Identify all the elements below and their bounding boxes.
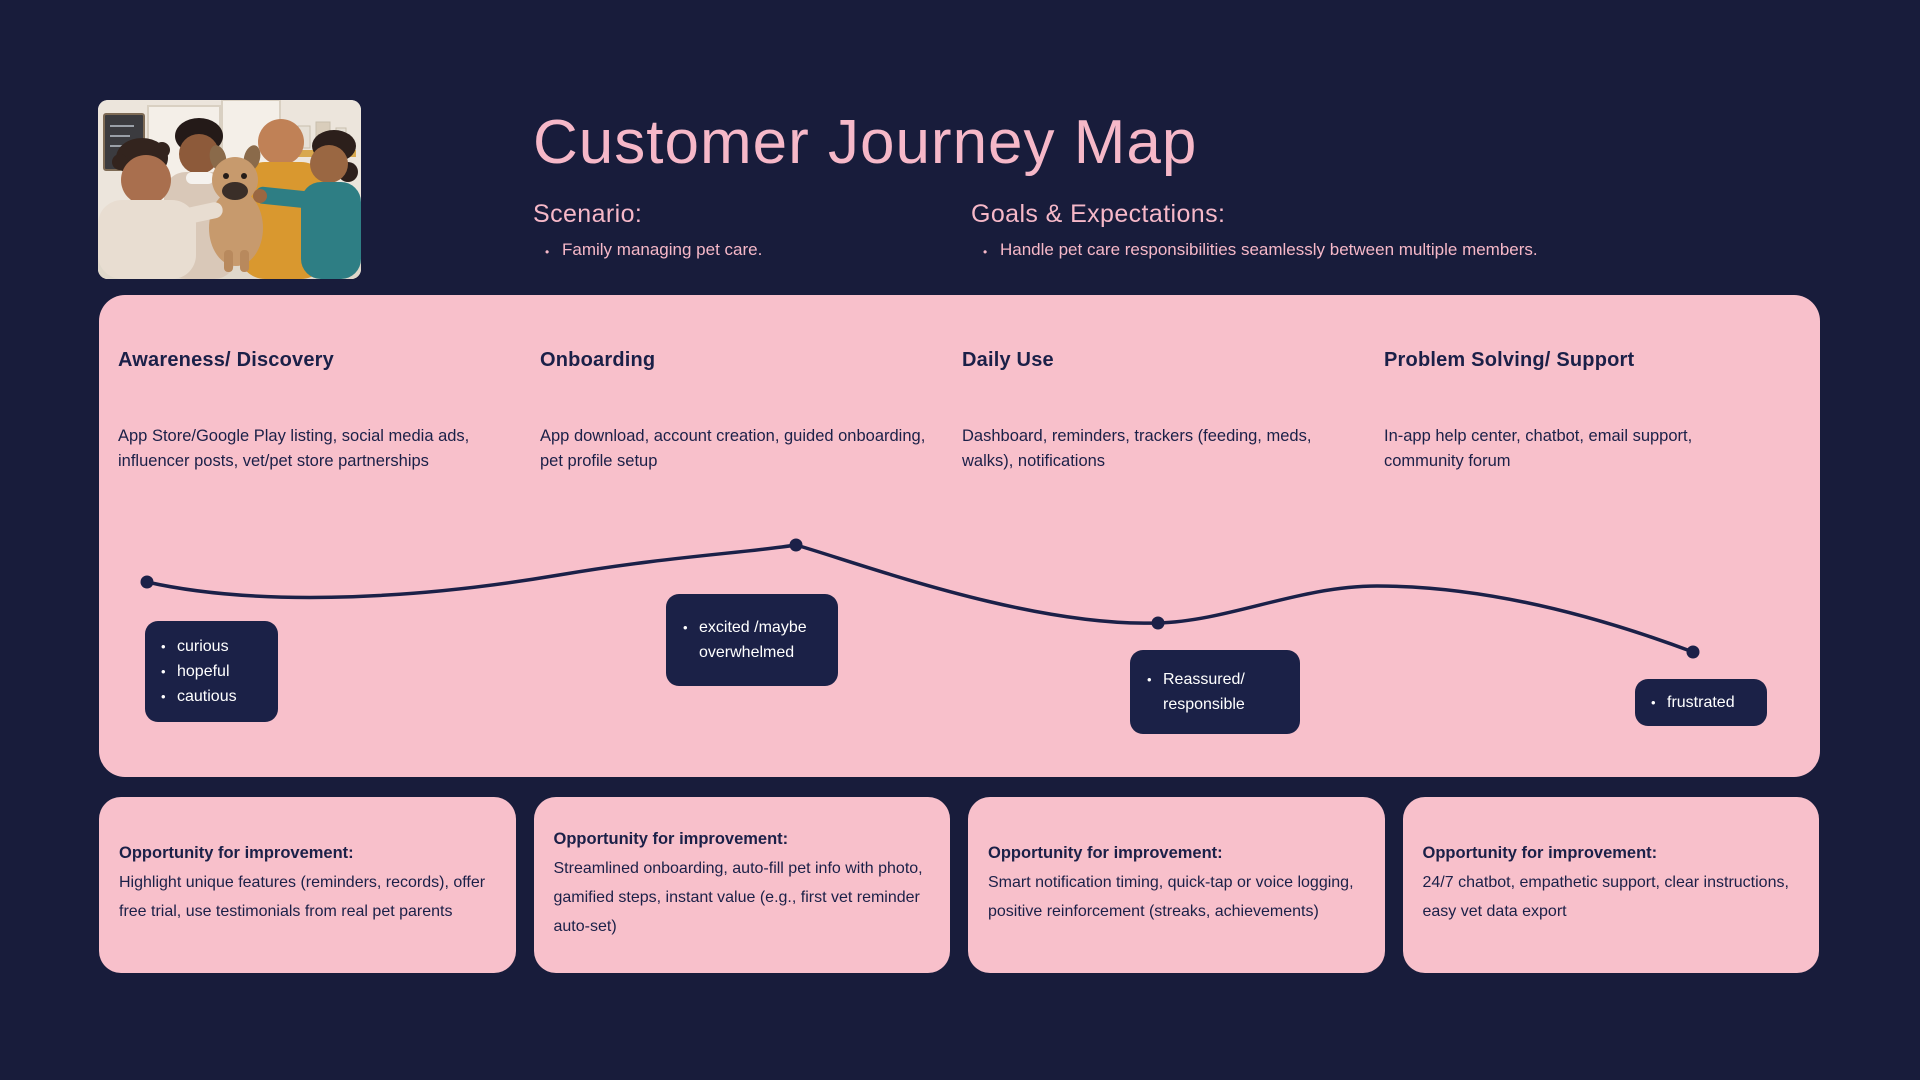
scenario-text: Family managing pet care. bbox=[562, 240, 763, 259]
scenario-section: Scenario: • Family managing pet care. bbox=[533, 200, 762, 260]
opportunity-card-daily-use: Opportunity for improvement: Smart notif… bbox=[968, 797, 1385, 973]
opportunity-card-onboarding: Opportunity for improvement: Streamlined… bbox=[533, 797, 950, 973]
emotion-item: cautious bbox=[159, 684, 264, 709]
opportunity-label: Opportunity for improvement: bbox=[1422, 844, 1658, 862]
emotion-item: frustrated bbox=[1649, 690, 1753, 715]
opportunity-card-support: Opportunity for improvement: 24/7 chatbo… bbox=[1402, 797, 1819, 973]
emotion-list: excited /maybe overwhelmed bbox=[681, 615, 823, 665]
scenario-label: Scenario: bbox=[533, 200, 643, 228]
goals-section: Goals & Expectations: • Handle pet care r… bbox=[971, 200, 1538, 260]
journey-panel: Awareness/ Discovery Onboarding Daily Us… bbox=[99, 295, 1820, 777]
emotion-list: frustrated bbox=[1649, 690, 1753, 715]
emotion-box-awareness: curious hopeful cautious bbox=[145, 621, 278, 722]
stage-touchpoints: App Store/Google Play listing, social me… bbox=[118, 424, 1806, 474]
opportunity-label: Opportunity for improvement: bbox=[988, 844, 1223, 862]
emotion-curve bbox=[140, 538, 1700, 659]
opportunity-text: 24/7 chatbot, empathetic support, clear … bbox=[1422, 874, 1789, 920]
touchpoints-awareness: App Store/Google Play listing, social me… bbox=[118, 427, 470, 470]
emotion-list: curious hopeful cautious bbox=[159, 634, 264, 709]
scenario-item: • Family managing pet care. bbox=[545, 239, 762, 260]
opportunity-label: Opportunity for improvement: bbox=[119, 844, 354, 862]
touchpoints-onboarding: App download, account creation, guided o… bbox=[540, 427, 926, 470]
journey-point-onboarding bbox=[789, 538, 803, 552]
goals-label: Goals & Expectations: bbox=[971, 200, 1226, 228]
stage-title-daily-use: Daily Use bbox=[962, 349, 1054, 371]
opportunity-text: Smart notification timing, quick-tap or … bbox=[988, 874, 1354, 920]
opportunity-text: Streamlined onboarding, auto-fill pet in… bbox=[553, 859, 923, 935]
family-pet-photo bbox=[98, 100, 361, 279]
stage-title-support: Problem Solving/ Support bbox=[1384, 349, 1635, 371]
emotion-item: Reassured/ responsible bbox=[1145, 667, 1285, 717]
opportunity-card-awareness: Opportunity for improvement: Highlight u… bbox=[99, 797, 516, 973]
stage-headers: Awareness/ Discovery Onboarding Daily Us… bbox=[118, 349, 1806, 372]
emotion-curve-points bbox=[140, 538, 1700, 659]
goals-text: Handle pet care responsibilities seamles… bbox=[1000, 240, 1538, 259]
stage-title-awareness: Awareness/ Discovery bbox=[118, 349, 334, 371]
page-title: Customer Journey Map bbox=[533, 108, 1198, 177]
emotion-item: curious bbox=[159, 634, 264, 659]
touchpoints-support: In-app help center, chatbot, email suppo… bbox=[1384, 427, 1693, 470]
journey-point-support bbox=[1686, 645, 1700, 659]
goals-item: • Handle pet care responsibilities seamle… bbox=[983, 239, 1538, 260]
emotion-item: excited /maybe overwhelmed bbox=[681, 615, 823, 665]
emotion-box-support: frustrated bbox=[1635, 679, 1767, 726]
emotion-box-onboarding: excited /maybe overwhelmed bbox=[666, 594, 838, 686]
opportunity-text: Highlight unique features (reminders, re… bbox=[119, 874, 486, 920]
bullet-icon: • bbox=[983, 245, 988, 259]
journey-point-daily-use bbox=[1151, 616, 1165, 630]
stage-title-onboarding: Onboarding bbox=[540, 349, 656, 371]
emotion-curve-line bbox=[145, 543, 1695, 654]
journey-point-awareness bbox=[140, 575, 154, 589]
opportunity-cards: Opportunity for improvement: Highlight u… bbox=[99, 797, 1819, 973]
opportunity-label: Opportunity for improvement: bbox=[553, 829, 789, 848]
touchpoints-daily-use: Dashboard, reminders, trackers (feeding,… bbox=[962, 427, 1312, 470]
family-pet-illustration bbox=[98, 100, 361, 279]
emotion-box-daily-use: Reassured/ responsible bbox=[1130, 650, 1300, 734]
emotion-item: hopeful bbox=[159, 659, 264, 684]
emotion-list: Reassured/ responsible bbox=[1145, 667, 1285, 717]
bullet-icon: • bbox=[545, 245, 550, 259]
